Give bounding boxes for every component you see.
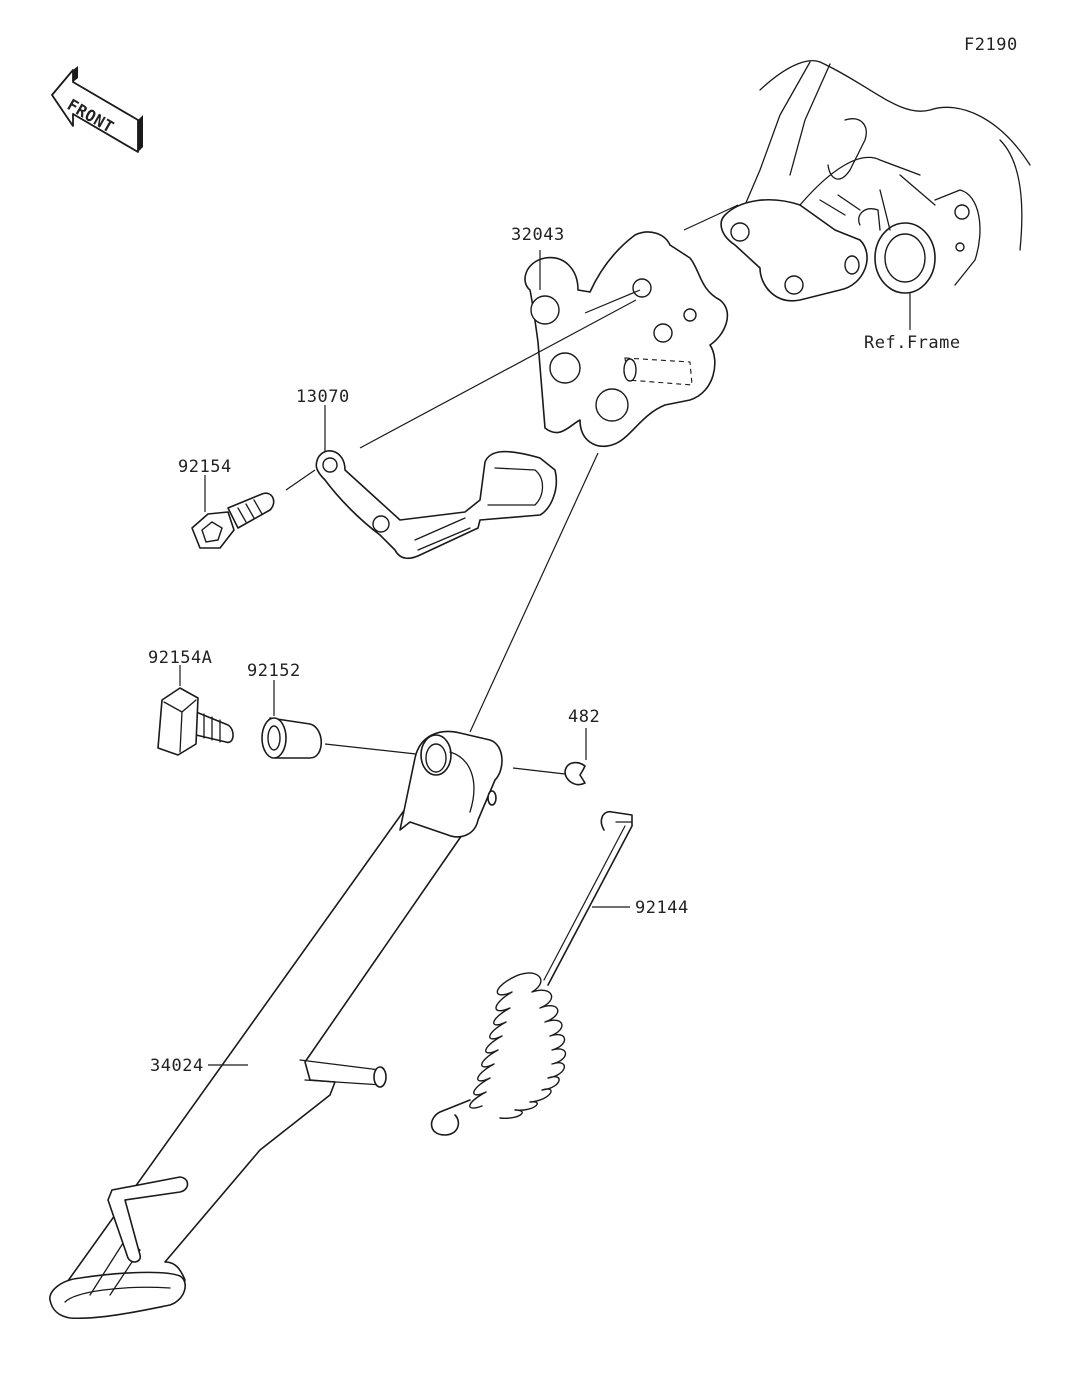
collar-92152 [261, 717, 323, 759]
part-label-92144: 92144 [635, 898, 689, 918]
figure-code: F2190 [964, 35, 1018, 55]
spring-92144 [430, 810, 633, 1136]
bracket-plate-32043 [524, 231, 729, 447]
bolt-92154 [191, 492, 275, 549]
part-label-92152: 92152 [247, 661, 301, 681]
bolt-92154A [157, 687, 234, 756]
part-label-34024: 34024 [150, 1056, 204, 1076]
part-label-92154: 92154 [178, 457, 232, 477]
switch-bracket-13070 [315, 450, 558, 560]
frame-reference [720, 60, 1031, 330]
part-label-32043: 32043 [511, 225, 565, 245]
part-label-92154A: 92154A [148, 648, 212, 668]
eclip-482 [564, 761, 586, 786]
ref-frame-label: Ref.Frame [864, 333, 961, 353]
part-label-13070: 13070 [296, 387, 350, 407]
part-label-482: 482 [568, 707, 600, 727]
spring-coils [469, 972, 567, 1119]
side-stand-34024 [49, 730, 503, 1320]
front-arrow-icon: FRONT [51, 66, 143, 153]
